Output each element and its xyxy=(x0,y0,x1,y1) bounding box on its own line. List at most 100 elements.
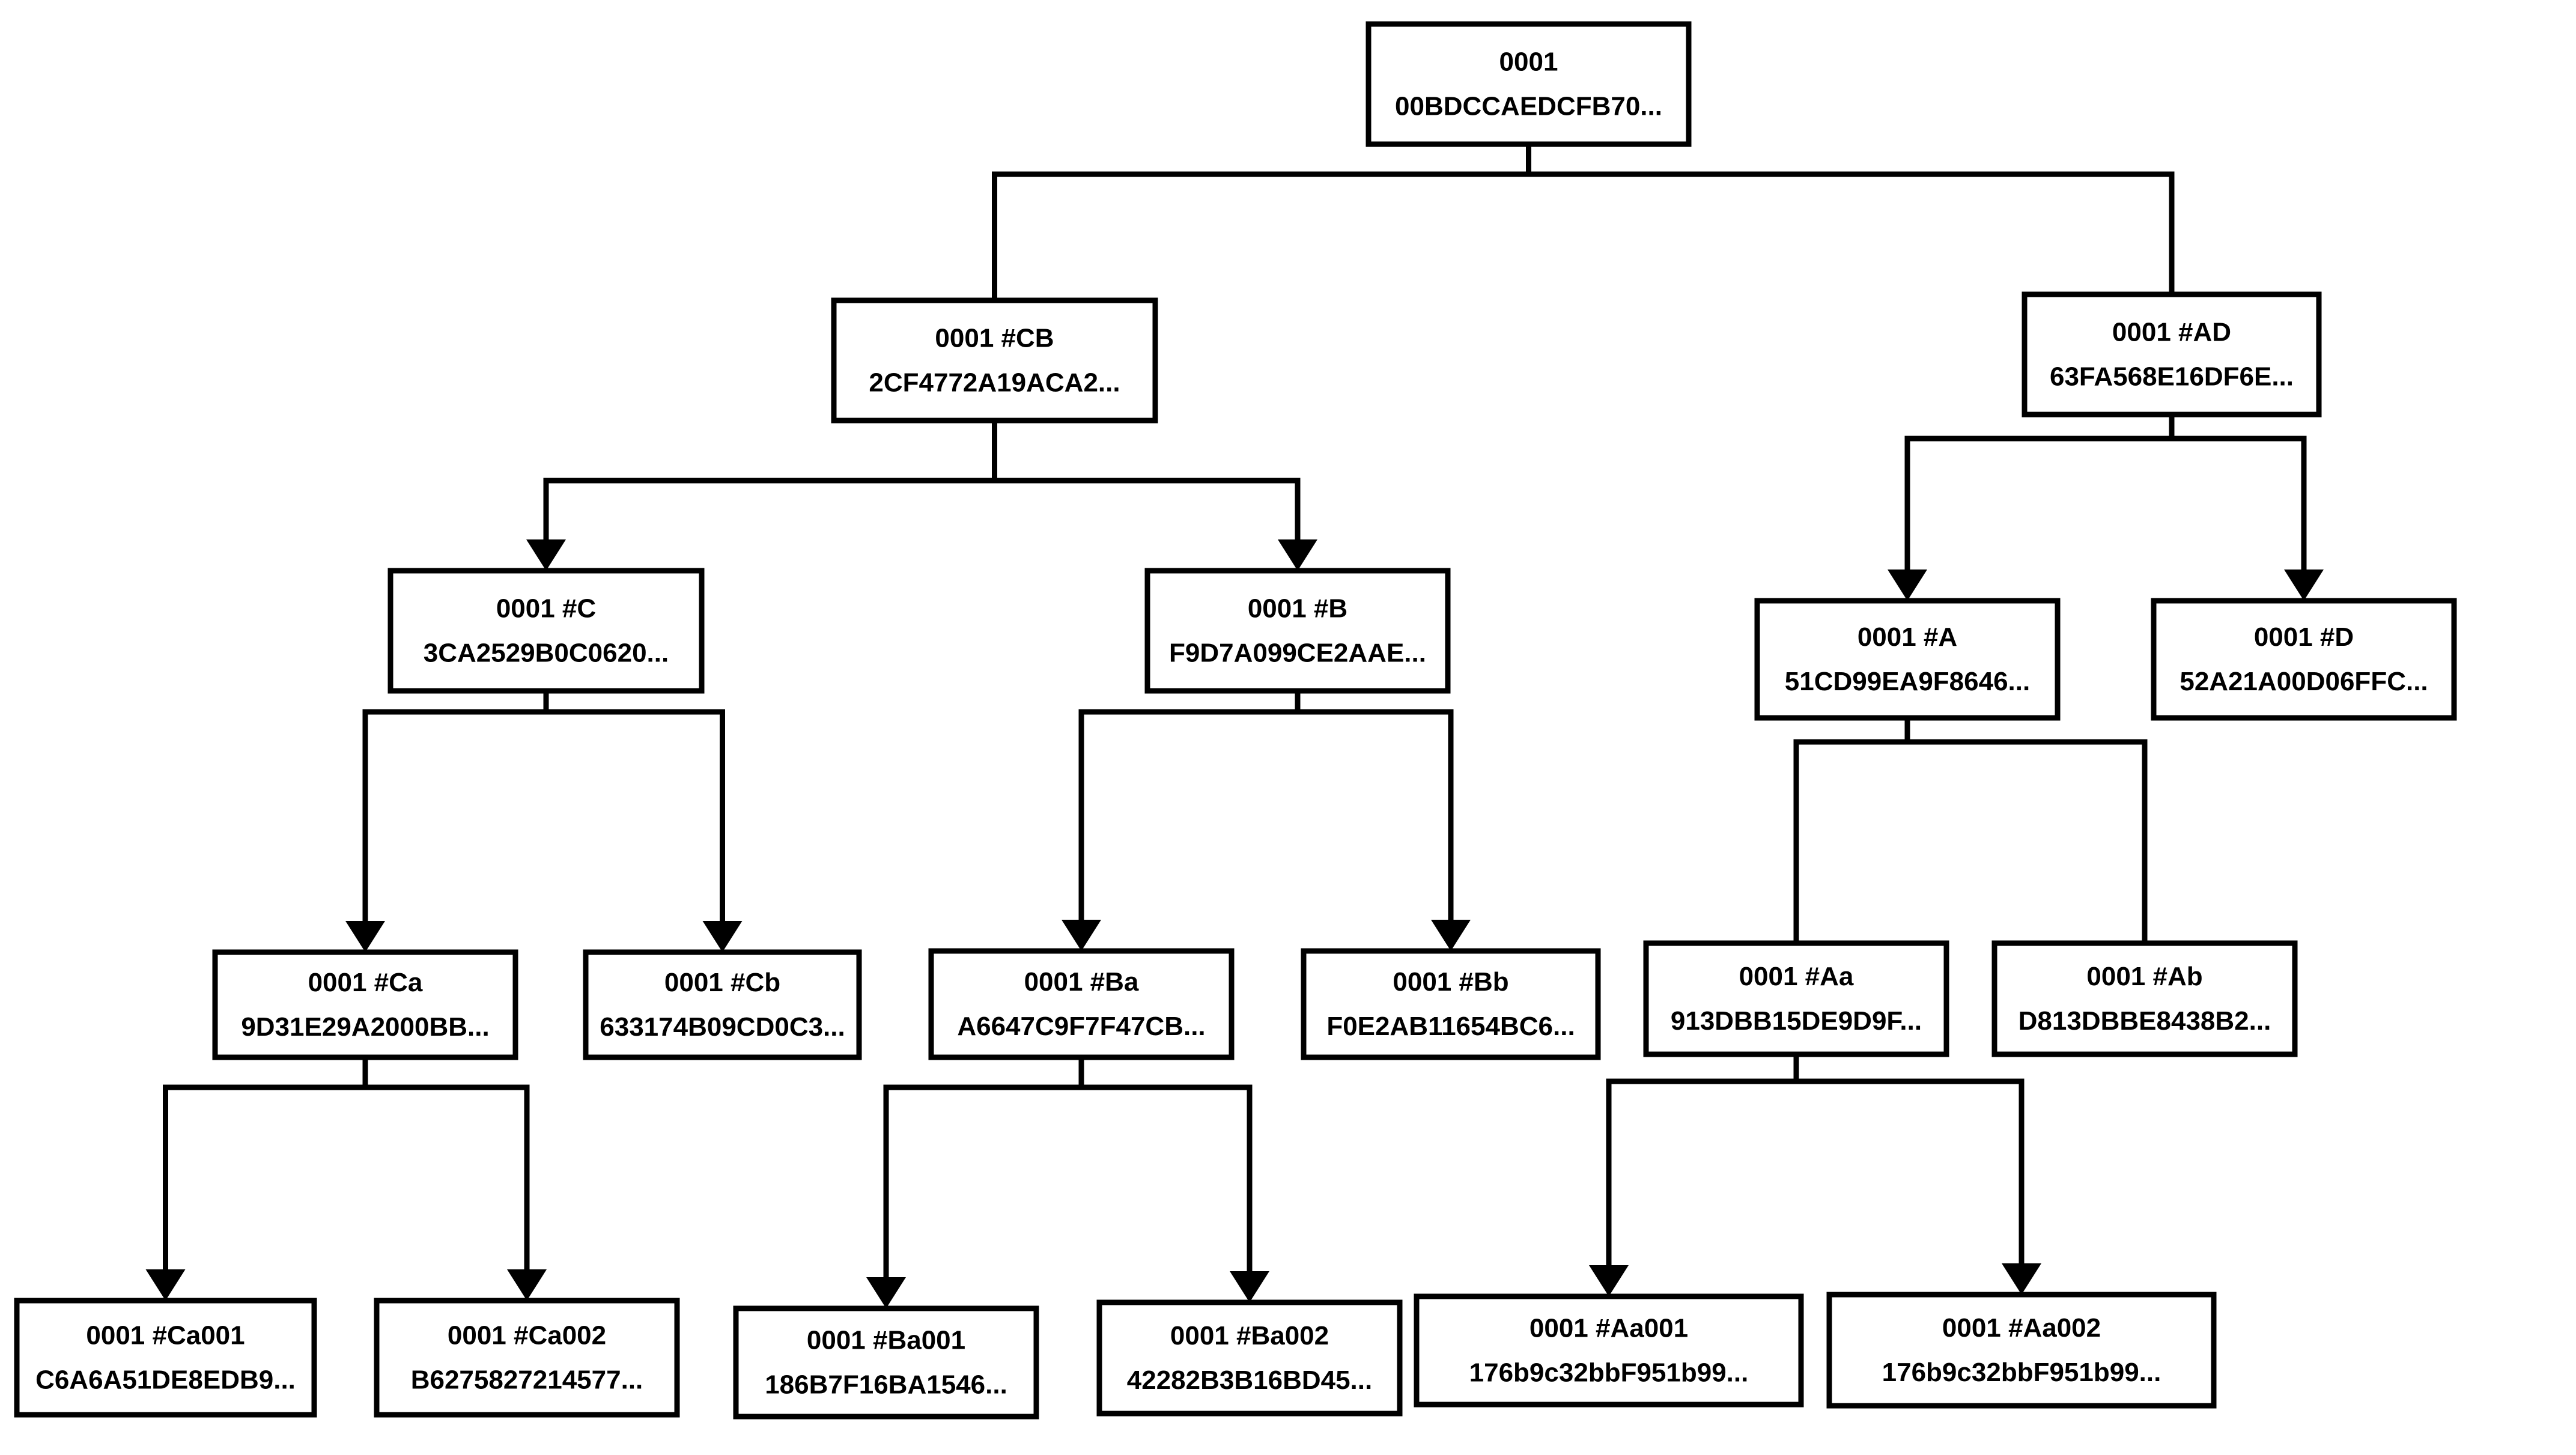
node-hash: 52A21A00D06FFC... xyxy=(2180,667,2428,696)
edge-path xyxy=(163,1057,368,1273)
tree-node-Ab[interactable]: 0001 #AbD813DBBE8438B2... xyxy=(1991,940,2298,1057)
node-box[interactable] xyxy=(1365,21,1692,147)
node-box[interactable] xyxy=(1826,1292,2217,1409)
arrow-head-icon xyxy=(1230,1271,1269,1302)
arrow-head-icon xyxy=(345,921,385,952)
node-box[interactable] xyxy=(212,949,518,1060)
edge-path xyxy=(2169,415,2307,573)
node-label: 0001 #AD xyxy=(2112,318,2231,347)
node-box[interactable] xyxy=(374,1298,680,1418)
node-hash: 3CA2529B0C0620... xyxy=(424,639,669,668)
tree-node-Ba002[interactable]: 0001 #Ba002 42282B3B16BD45... xyxy=(1096,1299,1403,1417)
edge-path xyxy=(362,691,549,925)
node-label: 0001 #A xyxy=(1858,622,1957,652)
tree-node-B[interactable]: 0001 #BF9D7A099CE2AAE... xyxy=(1144,568,1451,694)
tree-node-Aa002[interactable]: 0001 #Aa002176b9c32bbF951b99... xyxy=(1826,1292,2217,1409)
node-label: 0001 #C xyxy=(496,594,596,624)
edge-B-to-Bb xyxy=(1295,691,1471,951)
edges-layer xyxy=(145,144,2324,1308)
edge-B-to-Ba xyxy=(1062,691,1301,951)
node-hash: 9D31E29A2000BB... xyxy=(241,1012,489,1042)
arrow-head-icon xyxy=(526,539,566,571)
node-box[interactable] xyxy=(733,1305,1039,1420)
edge-path xyxy=(543,691,725,925)
node-box[interactable] xyxy=(1096,1299,1403,1417)
node-box[interactable] xyxy=(1991,940,2298,1057)
node-hash: 186B7F16BA1546... xyxy=(765,1370,1007,1400)
node-hash: 913DBB15DE9D9F... xyxy=(1671,1006,1922,1036)
node-hash: 51CD99EA9F8646... xyxy=(1785,667,2030,696)
node-label: 0001 #Ba002 xyxy=(1170,1321,1329,1350)
tree-node-Aa[interactable]: 0001 #Aa913DBB15DE9D9F... xyxy=(1643,940,1949,1057)
edge-path xyxy=(1793,718,1910,943)
node-hash: 00BDCCAEDCFB70... xyxy=(1395,92,1662,121)
tree-node-CB[interactable]: 0001 #CB 2CF4772A19ACA2... xyxy=(831,297,1158,424)
tree-node-Cb[interactable]: 0001 #Cb633174B09CD0C3... xyxy=(583,949,862,1060)
tree-node-Ca[interactable]: 0001 #Ca9D31E29A2000BB... xyxy=(212,949,518,1060)
node-box[interactable] xyxy=(2022,291,2322,418)
edge-Aa-to-Aa001 xyxy=(1589,1054,1799,1296)
node-label: 0001 xyxy=(1499,47,1558,77)
tree-node-Bb[interactable]: 0001 #BbF0E2AB11654BC6... xyxy=(1301,948,1601,1060)
arrow-head-icon xyxy=(866,1277,906,1308)
edge-path xyxy=(1526,144,2175,294)
arrow-head-icon xyxy=(2002,1263,2041,1295)
node-label: 0001 #Ba xyxy=(1024,967,1139,997)
node-box[interactable] xyxy=(1414,1293,1804,1408)
tree-node-Ca001[interactable]: 0001 #Ca001C6A6A51DE8EDB9... xyxy=(14,1298,317,1418)
node-label: 0001 #Ab xyxy=(2086,962,2202,991)
nodes-layer: 0001 00BDCCAEDCFB70... 0001 #CB 2CF4772A19A… xyxy=(14,21,2457,1420)
edge-AD-to-D xyxy=(2169,415,2324,601)
edge-Ca-to-Ca002 xyxy=(362,1057,547,1301)
tree-node-root[interactable]: 0001 00BDCCAEDCFB70... xyxy=(1365,21,1692,147)
node-label: 0001 #CB xyxy=(935,324,1054,353)
node-box[interactable] xyxy=(1144,568,1451,694)
arrow-head-icon xyxy=(1278,539,1317,571)
arrow-head-icon xyxy=(1888,570,1927,601)
edge-path xyxy=(1793,1054,2025,1267)
node-hash: 176b9c32bbF951b99... xyxy=(1469,1358,1749,1388)
node-box[interactable] xyxy=(928,948,1235,1060)
node-hash: 42282B3B16BD45... xyxy=(1127,1365,1372,1395)
node-box[interactable] xyxy=(387,568,705,694)
edge-Ca-to-Ca001 xyxy=(145,1057,368,1301)
edge-path xyxy=(1904,415,2175,573)
edge-path xyxy=(992,144,1531,300)
tree-node-C[interactable]: 0001 #C 3CA2529B0C0620... xyxy=(387,568,705,694)
node-label: 0001 #Bb xyxy=(1393,967,1508,997)
edge-CB-to-C xyxy=(526,421,997,571)
tree-node-Ca002[interactable]: 0001 #Ca002B6275827214577... xyxy=(374,1298,680,1418)
tree-node-Ba[interactable]: 0001 #BaA6647C9F7F47CB... xyxy=(928,948,1235,1060)
node-label: 0001 #Ca002 xyxy=(448,1321,606,1350)
edge-path xyxy=(1606,1054,1799,1269)
node-box[interactable] xyxy=(2151,598,2457,721)
edge-path xyxy=(992,421,1301,543)
tree-node-D[interactable]: 0001 #D52A21A00D06FFC... xyxy=(2151,598,2457,721)
tree-node-AD[interactable]: 0001 #AD 63FA568E16DF6E... xyxy=(2022,291,2322,418)
node-box[interactable] xyxy=(1643,940,1949,1057)
node-hash: 2CF4772A19ACA2... xyxy=(869,368,1120,398)
edge-C-to-Ca xyxy=(345,691,549,952)
edge-Ba-to-Ba001 xyxy=(866,1057,1084,1308)
edge-Aa-to-Aa002 xyxy=(1793,1054,2041,1295)
node-box[interactable] xyxy=(583,949,862,1060)
edge-path xyxy=(1078,1057,1253,1275)
edge-path xyxy=(1295,691,1454,923)
arrow-head-icon xyxy=(1431,920,1471,951)
node-box[interactable] xyxy=(1754,598,2061,721)
edge-CB-to-B xyxy=(992,421,1317,571)
edge-path xyxy=(543,421,997,543)
tree-node-Aa001[interactable]: 0001 #Aa001176b9c32bbF951b99... xyxy=(1414,1293,1804,1408)
node-box[interactable] xyxy=(831,297,1158,424)
tree-node-A[interactable]: 0001 #A 51CD99EA9F8646... xyxy=(1754,598,2061,721)
tree-node-Ba001[interactable]: 0001 #Ba001186B7F16BA1546... xyxy=(733,1305,1039,1420)
node-box[interactable] xyxy=(14,1298,317,1418)
node-hash: B6275827214577... xyxy=(411,1365,643,1395)
node-label: 0001 #Cb xyxy=(664,968,780,997)
edge-root-to-CB xyxy=(992,144,1531,300)
node-box[interactable] xyxy=(1301,948,1601,1060)
node-hash: 63FA568E16DF6E... xyxy=(2050,362,2294,392)
edge-root-to-AD xyxy=(1526,144,2175,294)
edge-path xyxy=(1078,691,1301,923)
edge-A-to-Ab xyxy=(1904,718,2148,943)
